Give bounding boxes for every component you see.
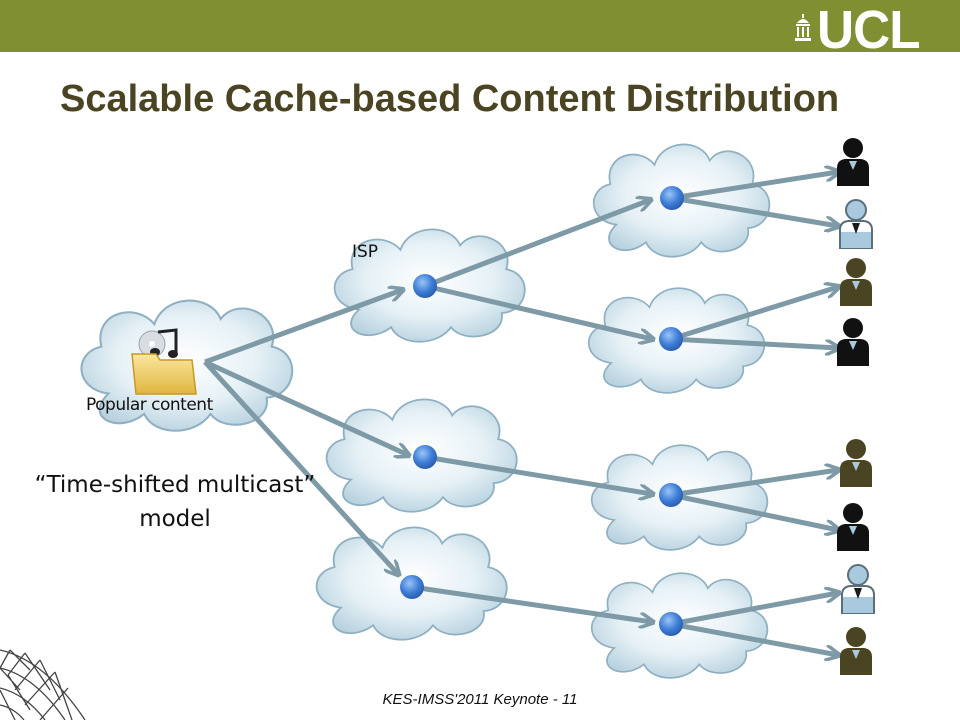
cache-node <box>413 445 437 469</box>
arrow <box>411 584 652 622</box>
arrow <box>670 593 838 627</box>
cache-nodes <box>400 186 684 636</box>
ucl-portico-icon <box>795 14 811 41</box>
popular-content-label: Popular content <box>86 395 213 415</box>
slide-title: Scalable Cache-based Content Distributio… <box>60 78 840 120</box>
slide-footer: KES-IMSS'2011 Keynote - 11 <box>382 691 578 708</box>
user-icon <box>837 318 869 366</box>
user-icon <box>837 138 869 186</box>
user-icon <box>840 439 872 487</box>
arrow <box>424 283 652 339</box>
arrow <box>670 492 838 530</box>
arrow <box>204 290 402 365</box>
cache-node <box>659 483 683 507</box>
music-folder-icon <box>131 328 197 395</box>
model-caption-line2: model <box>139 506 211 532</box>
arrow <box>671 172 838 201</box>
cache-node <box>660 186 684 210</box>
user-icon <box>840 627 872 675</box>
user-icon <box>839 199 873 249</box>
arrow <box>670 470 838 498</box>
arrow <box>670 621 838 655</box>
user-icon <box>840 258 872 306</box>
ucl-logo: UCL <box>793 2 953 58</box>
user-icon <box>837 503 869 551</box>
arrow <box>670 287 838 342</box>
arrow <box>424 200 650 289</box>
arrow <box>670 336 838 348</box>
cache-node <box>659 327 683 351</box>
arrow <box>424 454 652 494</box>
arrow <box>203 359 408 455</box>
cache-node <box>400 575 424 599</box>
user-icon <box>841 564 875 614</box>
distribution-arrows <box>203 172 838 655</box>
users <box>837 138 875 675</box>
arrow <box>203 360 398 574</box>
cache-node <box>659 612 683 636</box>
isp-label: ISP <box>352 242 379 262</box>
model-caption: “Time-shifted multicast” model <box>20 468 330 536</box>
cache-node <box>413 274 437 298</box>
arrow <box>671 195 838 226</box>
logo-text: UCL <box>817 0 921 60</box>
model-caption-line1: “Time-shifted multicast” <box>34 472 316 498</box>
geodesic-dome-decoration <box>0 649 86 720</box>
